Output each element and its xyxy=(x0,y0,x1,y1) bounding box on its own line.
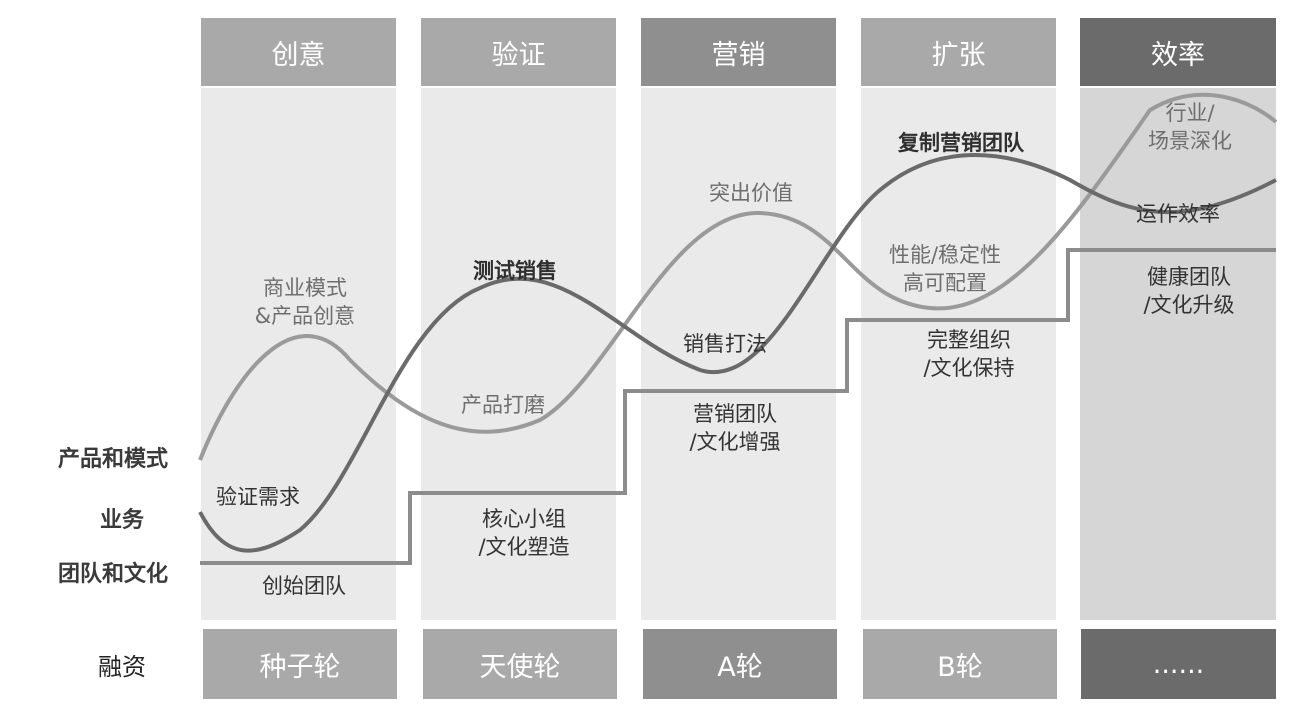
stage-header-2: 验证 xyxy=(421,18,616,86)
annotation-s1-product: 商业模式 &产品创意 xyxy=(254,276,356,328)
annotation-s2-team: 核心小组 /文化塑造 xyxy=(478,507,570,559)
annotation-s3-team: 营销团队 /文化增强 xyxy=(689,402,781,454)
annotation-s5-business: 运作效率 xyxy=(1136,202,1220,226)
annotation-s5-team: 健康团队 /文化升级 xyxy=(1143,265,1235,317)
annotation-s3-business: 销售打法 xyxy=(683,332,767,356)
stage-header-1: 创意 xyxy=(201,18,396,86)
annotation-s2-business: 测试销售 xyxy=(473,259,557,283)
annotation-s2-product: 产品打磨 xyxy=(461,393,545,417)
funding-box-2: 天使轮 xyxy=(423,629,617,699)
annotation-s3-product: 突出价值 xyxy=(709,181,793,205)
stage-column-5 xyxy=(1080,88,1276,620)
annotation-s4-team: 完整组织 /文化保持 xyxy=(923,328,1015,380)
team-culture-step-line xyxy=(200,248,1276,565)
stage-column-2 xyxy=(421,88,616,620)
funding-box-4: B轮 xyxy=(863,629,1057,699)
annotation-s4-product: 性能/稳定性 高可配置 xyxy=(888,243,1002,295)
annotation-s5-product: 行业/ 场景深化 xyxy=(1148,101,1232,153)
stage-column-3 xyxy=(641,88,836,620)
product-model-curve xyxy=(198,92,1278,461)
annotation-s1-business: 验证需求 xyxy=(216,485,300,509)
funding-box-1: 种子轮 xyxy=(203,629,397,699)
stage-header-3: 营销 xyxy=(641,18,836,86)
stage-column-4 xyxy=(861,88,1056,620)
row-label-product: 产品和模式 xyxy=(58,447,169,472)
funding-box-3: A轮 xyxy=(643,629,837,699)
stage-header-5: 效率 xyxy=(1080,18,1276,86)
business-curve xyxy=(198,153,1277,553)
funding-box-5: ...... xyxy=(1081,629,1276,699)
annotation-s1-team: 创始团队 xyxy=(262,574,346,598)
stage-header-4: 扩张 xyxy=(861,18,1056,86)
annotation-s4-business: 复制营销团队 xyxy=(898,131,1024,155)
row-label-team: 团队和文化 xyxy=(58,562,169,587)
row-label-business: 业务 xyxy=(100,508,145,533)
row-label-funding: 融资 xyxy=(98,653,146,681)
